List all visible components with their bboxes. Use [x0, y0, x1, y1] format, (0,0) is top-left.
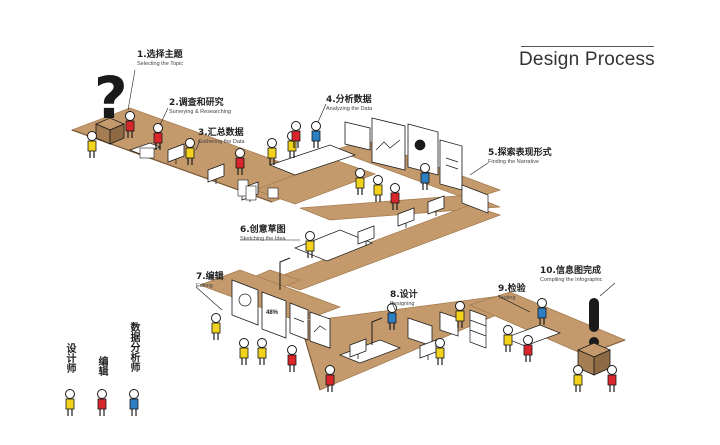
step-5-en: Finding the Narrative — [488, 159, 540, 165]
editing-boards — [231, 279, 331, 349]
lamps — [279, 257, 383, 345]
step-3-zh: 3.汇总数据 — [198, 128, 244, 138]
percent-label: 48% — [266, 310, 279, 316]
floor-segment-9 — [468, 291, 627, 356]
step-2-zh: 2.调查和研究 — [169, 98, 224, 108]
step-2-label: 2.调查和研究 Surveying & Researching — [169, 95, 231, 115]
editing-board-marks — [238, 293, 327, 333]
step-10-label: 10.信息图完成 Compiling the Infographic — [540, 263, 602, 283]
step-10-en: Compiling the Infographic — [540, 277, 603, 283]
step-4-en: Analyzing the Data — [326, 106, 373, 112]
title-rule — [521, 46, 654, 47]
step-6-zh: 6.创意草图 — [240, 225, 286, 235]
page-title: Design Process — [519, 49, 655, 70]
paper-stacks — [139, 147, 279, 201]
step-4-zh: 4.分析数据 — [326, 95, 372, 105]
step-8-en: Designing — [390, 301, 415, 307]
step-7-zh: 7.编辑 — [196, 272, 224, 282]
step-4-label: 4.分析数据 Analyzing the Data — [326, 92, 372, 112]
legend-designer: 设计师 — [64, 343, 75, 373]
step-9-en: Testing — [498, 295, 516, 301]
step-5-zh: 5.探索表现形式 — [488, 148, 552, 158]
board-marks — [375, 139, 459, 170]
step-7-en: Editing — [196, 283, 213, 289]
floor-segment-4 — [299, 194, 501, 221]
step-2-en: Surveying & Researching — [169, 109, 232, 115]
step-3-label: 3.汇总数据 Gathering the Data — [198, 125, 244, 145]
legend-data-analyst: 数据分析师 — [128, 322, 139, 372]
step-1-label: 1.选择主题 Selecting the Topic — [137, 47, 183, 67]
step-6-en: Sketching the Idea — [240, 236, 286, 242]
step-10-zh: 10.信息图完成 — [540, 266, 601, 276]
step-5-label: 5.探索表现形式 Finding the Narrative — [488, 145, 552, 165]
step-9-label: 9.检验 Testing — [498, 281, 526, 301]
analysis-boards — [344, 117, 463, 191]
step-8-zh: 8.设计 — [390, 290, 418, 300]
step-3-en: Gathering the Data — [198, 139, 245, 145]
legend-editor: 编辑 — [96, 356, 107, 376]
shelves — [461, 184, 489, 349]
step-1-en: Selecting the Topic — [137, 61, 184, 67]
legend-figures — [64, 388, 140, 417]
step-7-label: 7.编辑 Editing — [196, 269, 224, 289]
box — [94, 117, 126, 145]
step-1-zh: 1.选择主题 — [137, 50, 183, 60]
step-8-label: 8.设计 Designing — [390, 287, 418, 307]
exclamation-mark-icon — [589, 298, 599, 347]
leader-lines — [127, 69, 616, 313]
step-9-zh: 9.检验 — [498, 284, 526, 294]
step-6-label: 6.创意草图 Sketching the Idea — [240, 222, 286, 242]
